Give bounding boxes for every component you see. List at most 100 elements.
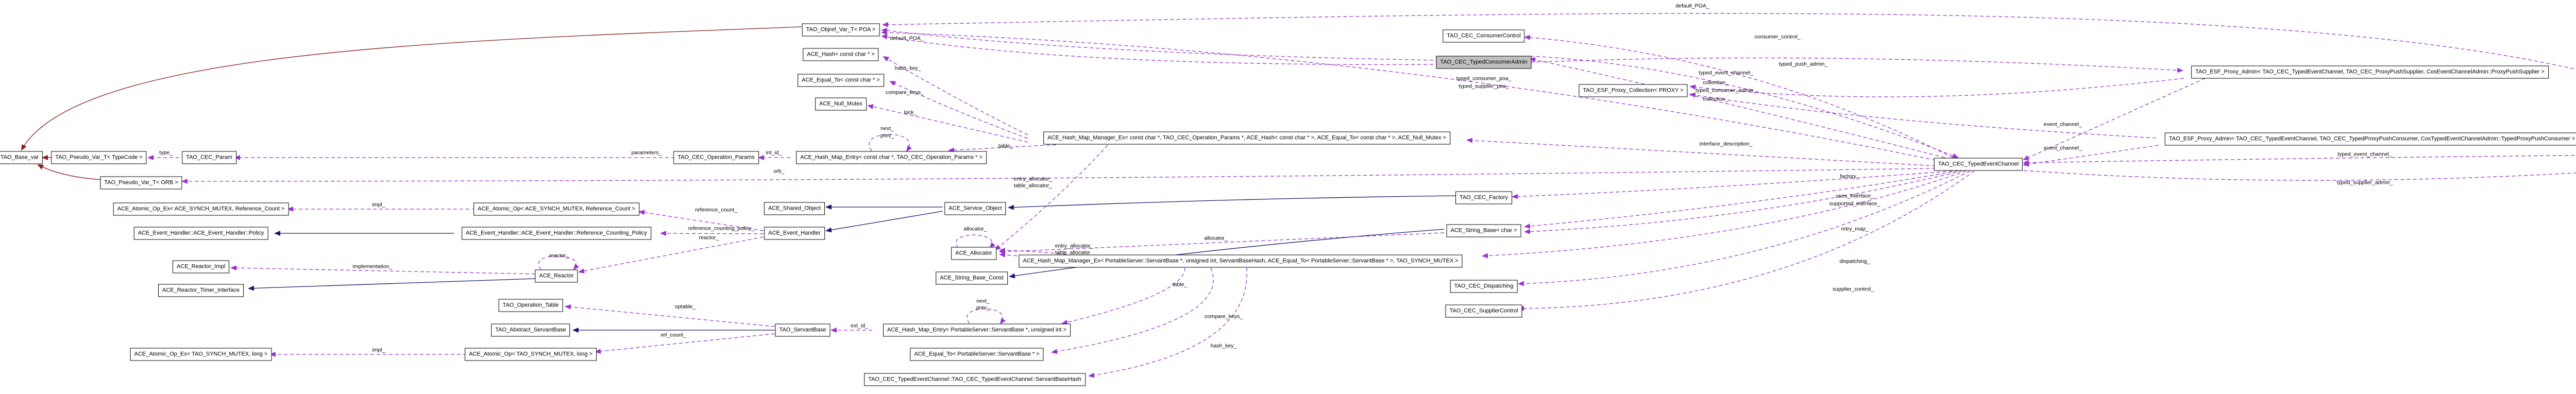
edge-usage bbox=[1530, 56, 1959, 158]
edge-usage bbox=[1466, 138, 1936, 166]
edge-usage bbox=[867, 104, 1028, 143]
class-node-proxy_collection[interactable]: TAO_ESF_Proxy_Collection< PROXY > bbox=[1579, 84, 1688, 97]
class-node-ace_equal_cc[interactable]: ACE_Equal_To< const char * > bbox=[798, 74, 884, 87]
edge-usage bbox=[1512, 170, 1953, 199]
class-node-cec_param[interactable]: TAO_CEC_Param bbox=[182, 151, 236, 164]
edge-label: table_allocator_ bbox=[1013, 182, 1053, 189]
edge-label: factory_ bbox=[1840, 173, 1859, 180]
class-node-cec_supplier_control[interactable]: TAO_CEC_SupplierControl bbox=[1445, 304, 1522, 318]
class-node-proxy_admin_pps[interactable]: TAO_ESF_Proxy_Admin< TAO_CEC_TypedEventC… bbox=[2191, 65, 2549, 79]
class-node-abstract_servantbase[interactable]: TAO_Abstract_ServantBase bbox=[491, 323, 570, 337]
edge-label: table_allocator_ bbox=[1055, 249, 1094, 256]
edge-label: impl_ bbox=[372, 347, 385, 353]
edge-label: typed_event_channel_ bbox=[1699, 70, 1753, 76]
class-node-objref_poa[interactable]: TAO_Objref_Var_T< POA > bbox=[802, 23, 880, 37]
edge-usage bbox=[881, 34, 1440, 65]
edge-label: ref_count_ bbox=[660, 332, 686, 338]
class-node-shared_object[interactable]: ACE_Shared_Object bbox=[764, 202, 825, 215]
edge-label: entry_allocator_ bbox=[1013, 176, 1053, 182]
edge-usage bbox=[1529, 57, 1945, 158]
edge-usage bbox=[956, 234, 996, 249]
class-node-entry_op[interactable]: ACE_Hash_Map_Entry< const char *, TAO_CE… bbox=[796, 151, 987, 164]
edge-usage bbox=[181, 168, 1936, 184]
class-node-consumer_control[interactable]: TAO_CEC_ConsumerControl bbox=[1443, 29, 1525, 43]
class-node-hmm_servant[interactable]: ACE_Hash_Map_Manager_Ex< PortableServer:… bbox=[1019, 254, 1463, 268]
class-node-cec_dispatching[interactable]: TAO_CEC_Dispatching bbox=[1450, 280, 1518, 293]
edge-inheritance bbox=[21, 26, 802, 151]
class-node-reactor_timer[interactable]: ACE_Reactor_Timer_Interface bbox=[158, 284, 244, 297]
edge-label: hash_key_ bbox=[1210, 342, 1237, 349]
edge-usage bbox=[2023, 170, 2576, 181]
edge-label: ext_id_ bbox=[851, 322, 868, 329]
class-node-ace_reactor[interactable]: ACE_Reactor bbox=[535, 269, 578, 283]
edge-usage bbox=[230, 265, 536, 275]
edge-label: typed_event_channel_ bbox=[2337, 151, 2392, 158]
class-node-servant_base_hash[interactable]: TAO_CEC_TypedEventChannel::TAO_CEC_Typed… bbox=[864, 373, 1086, 386]
class-node-hmm_op[interactable]: ACE_Hash_Map_Manager_Ex< const char *, T… bbox=[1043, 131, 1450, 145]
edge-usage bbox=[999, 248, 1067, 255]
class-node-cec_factory[interactable]: TAO_CEC_Factory bbox=[1455, 191, 1512, 204]
edge-usage bbox=[967, 308, 1006, 324]
class-node-service_object[interactable]: ACE_Service_Object bbox=[944, 202, 1006, 215]
class-node-atomic_op_long[interactable]: ACE_Atomic_Op< TAO_SYNCH_MUTEX, long > bbox=[465, 348, 597, 361]
edge-inheritance bbox=[37, 164, 103, 180]
edge-label: reference_counting_policy_ bbox=[688, 225, 755, 232]
class-node-proxy_admin_tppc[interactable]: TAO_ESF_Proxy_Admin< TAO_CEC_TypedEventC… bbox=[2164, 132, 2576, 146]
edge-label: interface_description_ bbox=[1699, 141, 1753, 147]
class-node-equal_servant[interactable]: ACE_Equal_To< PortableServer::ServantBas… bbox=[910, 348, 1044, 361]
class-node-eh_policy[interactable]: ACE_Event_Handler::ACE_Event_Handler::Po… bbox=[133, 227, 268, 240]
edge-label: supplier_control_ bbox=[1833, 286, 1874, 293]
class-node-atomic_op_rc[interactable]: ACE_Atomic_Op< ACE_SYNCH_MUTEX, Referenc… bbox=[473, 202, 639, 216]
edge-label: collection_ bbox=[1703, 79, 1728, 86]
class-node-typed_event_channel[interactable]: TAO_CEC_TypedEventChannel bbox=[1934, 158, 2023, 171]
edge-label: table_ bbox=[998, 143, 1013, 149]
class-node-string_base_char[interactable]: ACE_String_Base< char > bbox=[1446, 224, 1521, 237]
edge-label: optable_ bbox=[674, 303, 696, 310]
class-node-tao_base_var[interactable]: TAO_Base_var bbox=[0, 151, 43, 164]
edge-label: dispatching_ bbox=[1839, 258, 1870, 265]
edge-usage bbox=[1051, 267, 1214, 354]
edge-label: default_POA_ bbox=[1675, 3, 1709, 9]
class-node-entry_servant[interactable]: ACE_Hash_Map_Entry< PortableServer::Serv… bbox=[883, 323, 1071, 337]
class-node-op_params[interactable]: TAO_CEC_Operation_Params bbox=[673, 151, 759, 164]
class-node-atomic_op_ex_rc[interactable]: ACE_Atomic_Op_Ex< ACE_SYNCH_MUTEX, Refer… bbox=[113, 202, 289, 216]
edge-label: prev_ bbox=[976, 304, 990, 311]
class-node-pseudo_typecode[interactable]: TAO_Pseudo_Var_T< TypeCode > bbox=[51, 151, 147, 164]
class-node-pseudo_orb[interactable]: TAO_Pseudo_Var_T< ORB > bbox=[100, 176, 182, 190]
edge-usage bbox=[1524, 170, 1962, 234]
edge-usage bbox=[1689, 92, 2157, 139]
edge-label: next_ bbox=[976, 298, 990, 304]
edge-label: impl_ bbox=[372, 201, 385, 208]
edge-label: typed_consumer_poa_ bbox=[1456, 75, 1512, 82]
class-node-null_mutex[interactable]: ACE_Null_Mutex bbox=[815, 97, 867, 111]
class-node-atomic_op_ex_long[interactable]: ACE_Atomic_Op_Ex< TAO_SYNCH_MUTEX, long … bbox=[130, 348, 272, 361]
class-node-tao_servantbase[interactable]: TAO_ServantBase bbox=[775, 323, 831, 337]
edge-label: prev_ bbox=[880, 132, 894, 139]
class-node-reactor_impl[interactable]: ACE_Reactor_Impl bbox=[172, 260, 230, 273]
edge-usage bbox=[882, 13, 2576, 70]
edge-inheritance bbox=[1008, 195, 1457, 210]
edge-label: lock_ bbox=[904, 109, 917, 116]
edge-usage bbox=[889, 81, 1028, 139]
edge-usage bbox=[881, 30, 1936, 161]
class-node-event_handler[interactable]: ACE_Event_Handler bbox=[764, 227, 825, 240]
edge-label: supported_interface_ bbox=[1829, 200, 1880, 207]
class-node-typed_consumer_admin[interactable]: TAO_CEC_TypedConsumerAdmin bbox=[1436, 56, 1532, 69]
class-node-eh_rc_policy[interactable]: ACE_Event_Handler::ACE_Event_Handler::Re… bbox=[462, 227, 651, 240]
edge-label: compare_keys_ bbox=[885, 89, 924, 96]
class-node-operation_table[interactable]: TAO_Operation_Table bbox=[498, 299, 563, 312]
edge-label: typed_push_admin_ bbox=[1778, 61, 1828, 67]
edge-usage bbox=[1524, 35, 1953, 158]
class-node-string_base_const[interactable]: ACE_String_Base_Const bbox=[936, 271, 1008, 285]
edge-label: hash_key_ bbox=[894, 65, 921, 72]
edge-usage bbox=[1524, 170, 1958, 229]
edges bbox=[21, 13, 2576, 378]
class-node-ace_hash_cc[interactable]: ACE_Hash< const char * > bbox=[803, 48, 879, 61]
edge-label: allocator_ bbox=[963, 226, 987, 232]
class-node-ace_allocator[interactable]: ACE_Allocator bbox=[951, 247, 996, 260]
edge-usage bbox=[2023, 78, 2206, 160]
edge-usage bbox=[2023, 145, 2159, 167]
edge-usage bbox=[883, 56, 1028, 135]
edge-usage bbox=[538, 255, 580, 270]
edge-label: collection_ bbox=[1703, 96, 1728, 102]
